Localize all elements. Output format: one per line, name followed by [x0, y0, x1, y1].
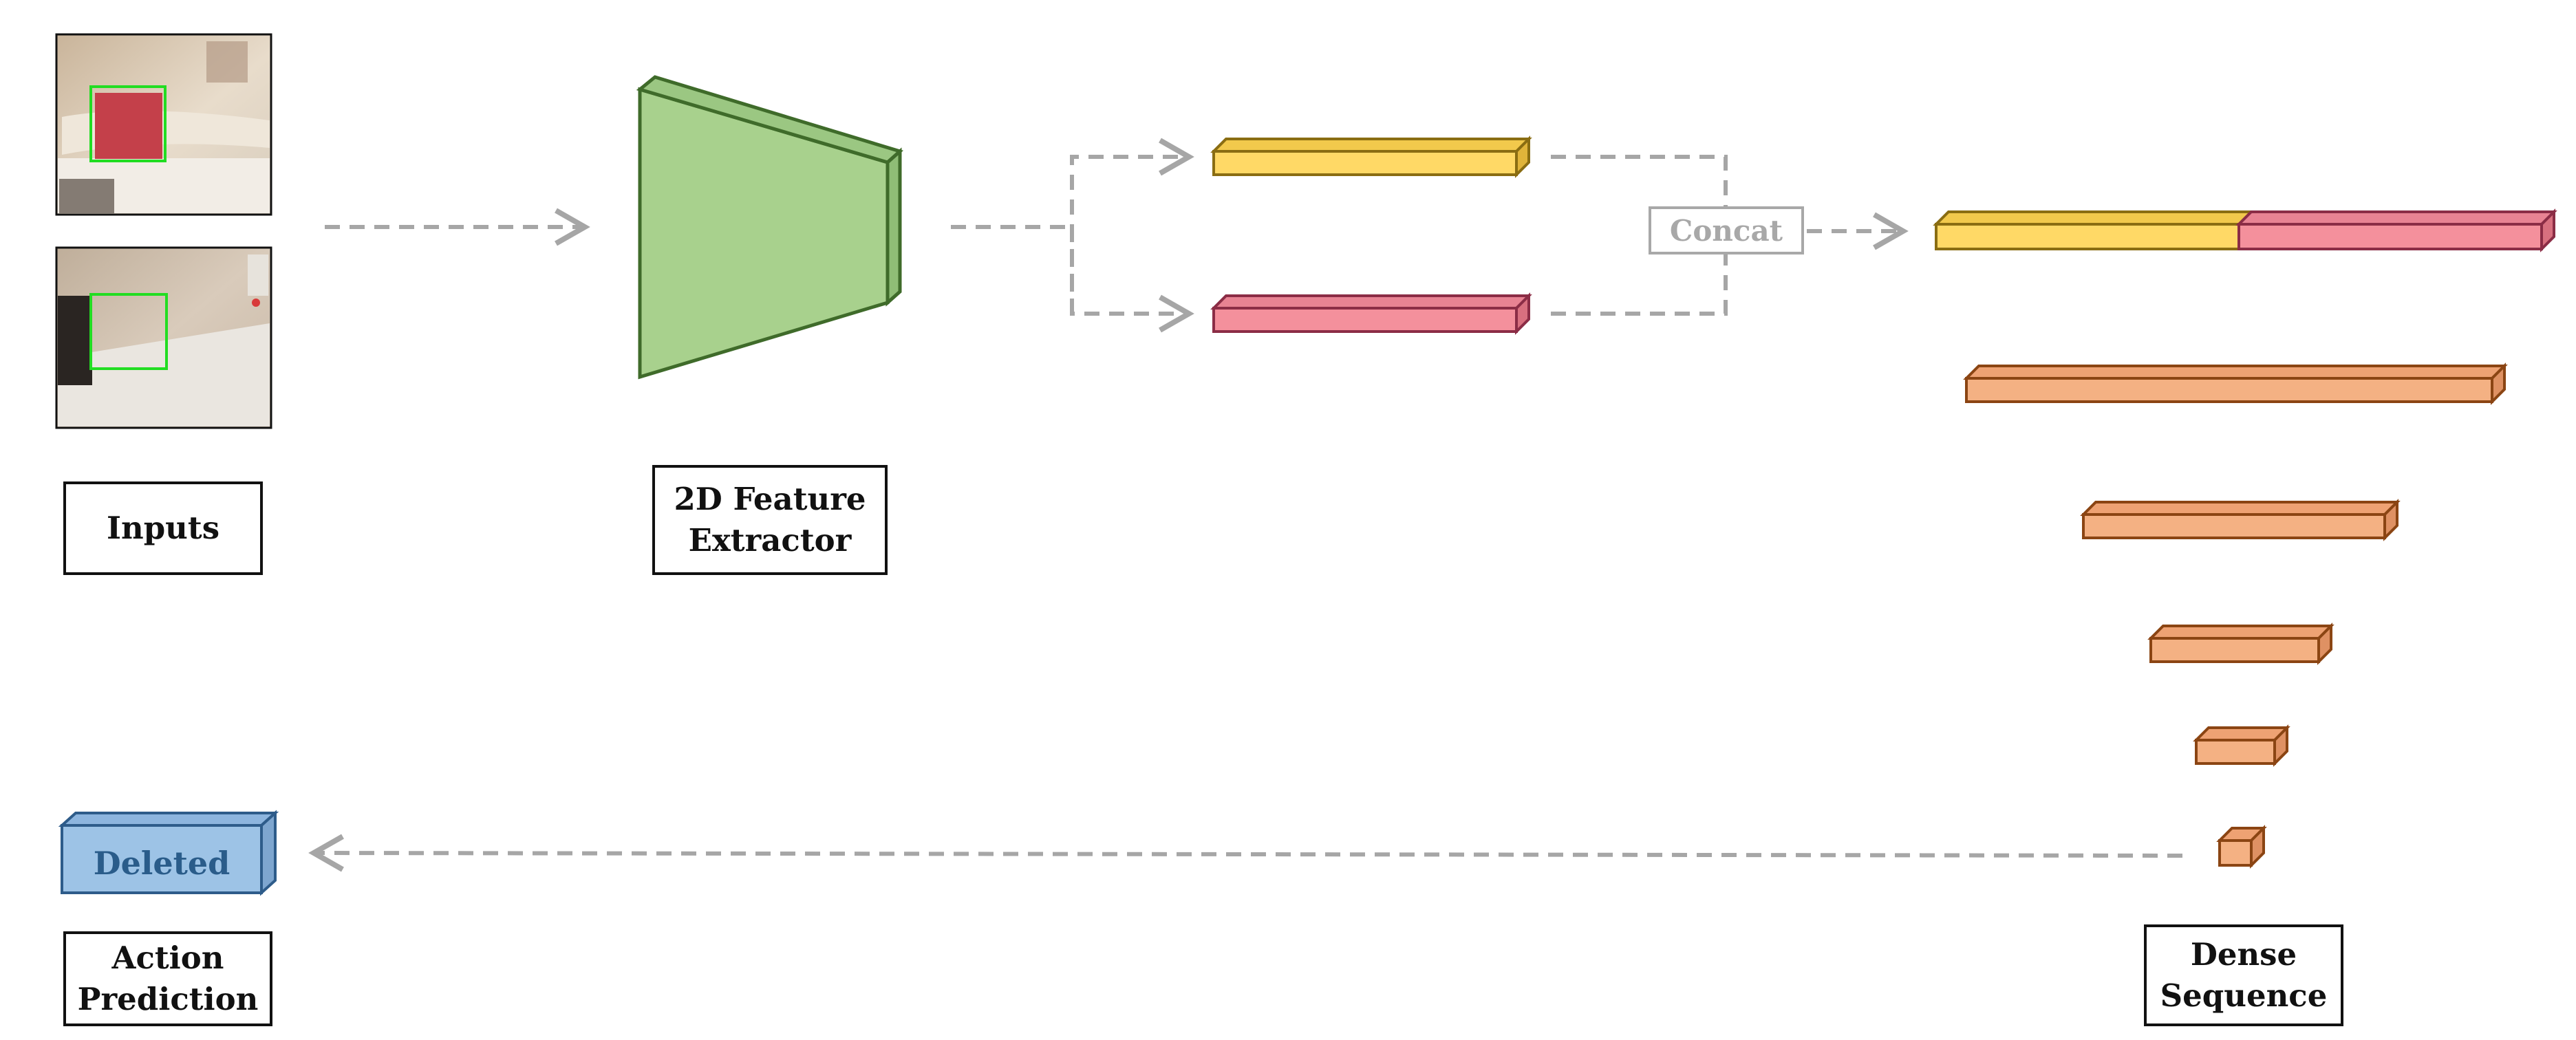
feature-extractor-label-text: 2D Feature Extractor [674, 481, 866, 559]
dense-bar-4 [2193, 724, 2290, 767]
dense-sequence-label: Dense Sequence [2144, 924, 2343, 1026]
feature-bar-yellow [1210, 136, 1532, 178]
input-image-1 [55, 33, 272, 216]
split-arrows [951, 138, 1194, 333]
concatenated-bar [1933, 208, 2557, 252]
concat-arrows [1551, 155, 1909, 316]
inputs-label-text: Inputs [106, 510, 220, 546]
action-prediction-label: Action Prediction [63, 931, 272, 1026]
prediction-block [58, 810, 279, 896]
dense-bar-5 [2216, 825, 2267, 869]
prediction-value: Deleted [93, 845, 230, 882]
dense-bar-1 [1963, 362, 2508, 405]
dense-bar-3 [2147, 622, 2334, 665]
bbox-marker-2 [89, 293, 168, 370]
feature-extractor-block [636, 75, 903, 380]
feature-extractor-label: 2D Feature Extractor [652, 465, 888, 575]
feature-bar-pink [1210, 292, 1532, 335]
concat-box [1649, 206, 1804, 254]
input-image-2 [55, 246, 272, 429]
arrow-dense-to-prediction [308, 834, 2183, 872]
bbox-marker-1 [89, 85, 167, 162]
concat-label: Concat [1669, 213, 1783, 248]
dense-bar-2 [2080, 499, 2401, 541]
action-prediction-label-text: Action Prediction [77, 940, 259, 1017]
dense-sequence-label-text: Dense Sequence [2160, 936, 2328, 1014]
inputs-label: Inputs [63, 481, 263, 575]
